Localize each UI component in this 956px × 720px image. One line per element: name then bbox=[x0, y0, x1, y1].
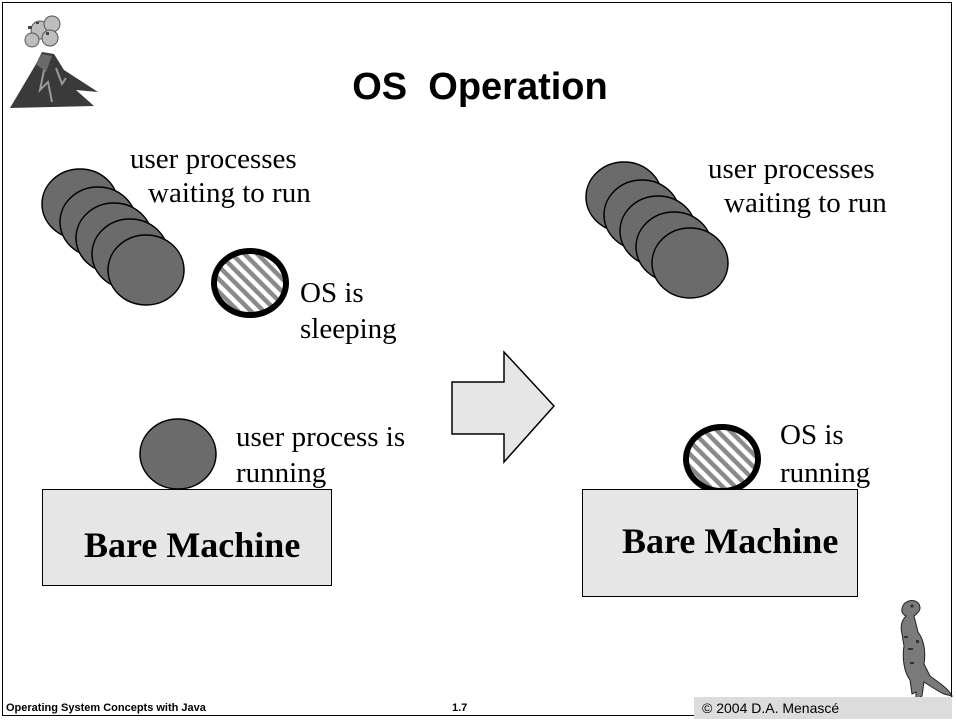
left-bare-machine bbox=[42, 489, 332, 586]
os-running-label-line1: OS is bbox=[780, 419, 844, 451]
left-running-label-line1: user process is bbox=[236, 421, 406, 453]
right-waiting-label-line1: user processes bbox=[708, 153, 875, 185]
left-waiting-processes bbox=[41, 168, 185, 306]
right-bare-machine-label: Bare Machine bbox=[622, 521, 839, 561]
volcano-icon bbox=[10, 15, 98, 108]
footer-page-number: 1.7 bbox=[452, 702, 468, 714]
left-running-process bbox=[139, 418, 217, 490]
left-waiting-label-line2: waiting to run bbox=[148, 177, 311, 209]
waiting-process bbox=[651, 227, 729, 299]
slide-title: OS Operation bbox=[352, 66, 608, 108]
footer-course-title: Operating System Concepts with Java bbox=[6, 702, 206, 714]
left-waiting-label-line1: user processes bbox=[130, 143, 297, 175]
os-running-circle bbox=[683, 424, 761, 494]
os-running-label-line2: running bbox=[780, 457, 871, 489]
right-waiting-label-line2: waiting to run bbox=[724, 187, 887, 219]
left-bare-machine-label: Bare Machine bbox=[84, 525, 301, 565]
dinosaur-icon bbox=[900, 600, 953, 701]
right-arrow-icon bbox=[451, 350, 556, 464]
os-sleeping-label-line1: OS is bbox=[300, 277, 364, 309]
os-sleeping-label-line2: sleeping bbox=[300, 313, 397, 345]
right-bare-machine bbox=[582, 489, 858, 597]
footer-copyright: © 2004 D.A. Menascé bbox=[694, 697, 952, 719]
right-waiting-processes bbox=[585, 161, 729, 299]
os-sleeping-circle bbox=[211, 248, 289, 318]
left-running-label-line2: running bbox=[236, 457, 327, 489]
waiting-process bbox=[107, 234, 185, 306]
